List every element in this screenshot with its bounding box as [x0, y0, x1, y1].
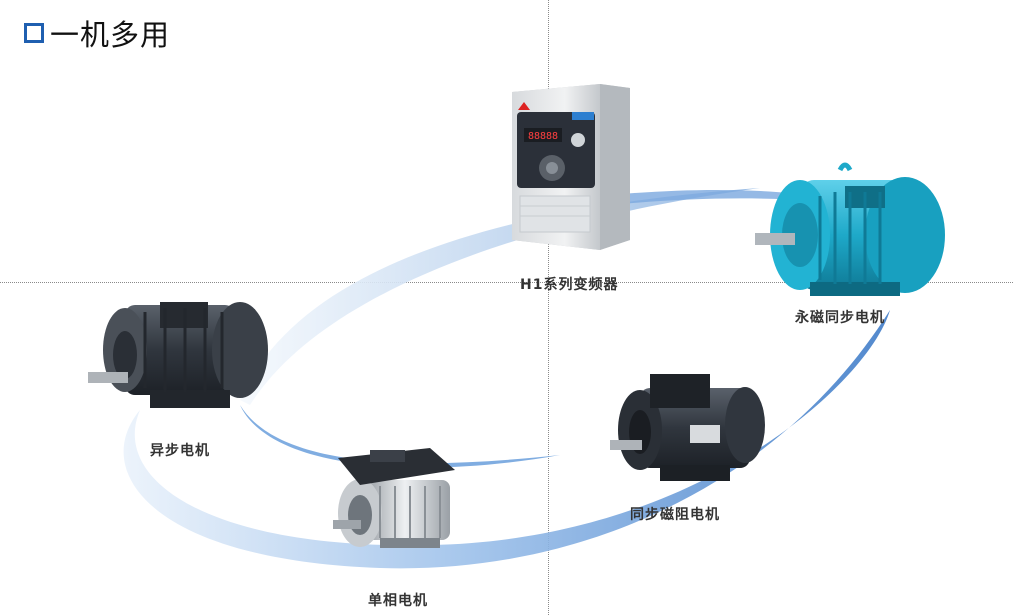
- guide-line-vertical: [548, 0, 549, 615]
- label-single-phase-motor: 单相电机: [368, 593, 428, 609]
- page-title: 一机多用: [50, 18, 171, 52]
- pm-sync-motor-image: [755, 162, 945, 296]
- sync-reluctance-motor-image: [610, 374, 765, 481]
- label-sync-reluctance-motor: 同步磁阻电机: [630, 507, 720, 523]
- single-phase-motor-image: [333, 448, 455, 548]
- label-inverter: H1系列变频器: [520, 277, 619, 293]
- inverter-image: 88888: [512, 84, 630, 250]
- title-square-icon: [24, 23, 44, 43]
- async-motor-image: [88, 302, 268, 408]
- guide-line-horizontal: [0, 282, 1013, 283]
- label-async-motor: 异步电机: [150, 443, 210, 459]
- title-block: 一机多用: [24, 12, 170, 54]
- label-pm-sync-motor: 永磁同步电机: [795, 310, 885, 326]
- inverter-display: 88888: [528, 131, 558, 142]
